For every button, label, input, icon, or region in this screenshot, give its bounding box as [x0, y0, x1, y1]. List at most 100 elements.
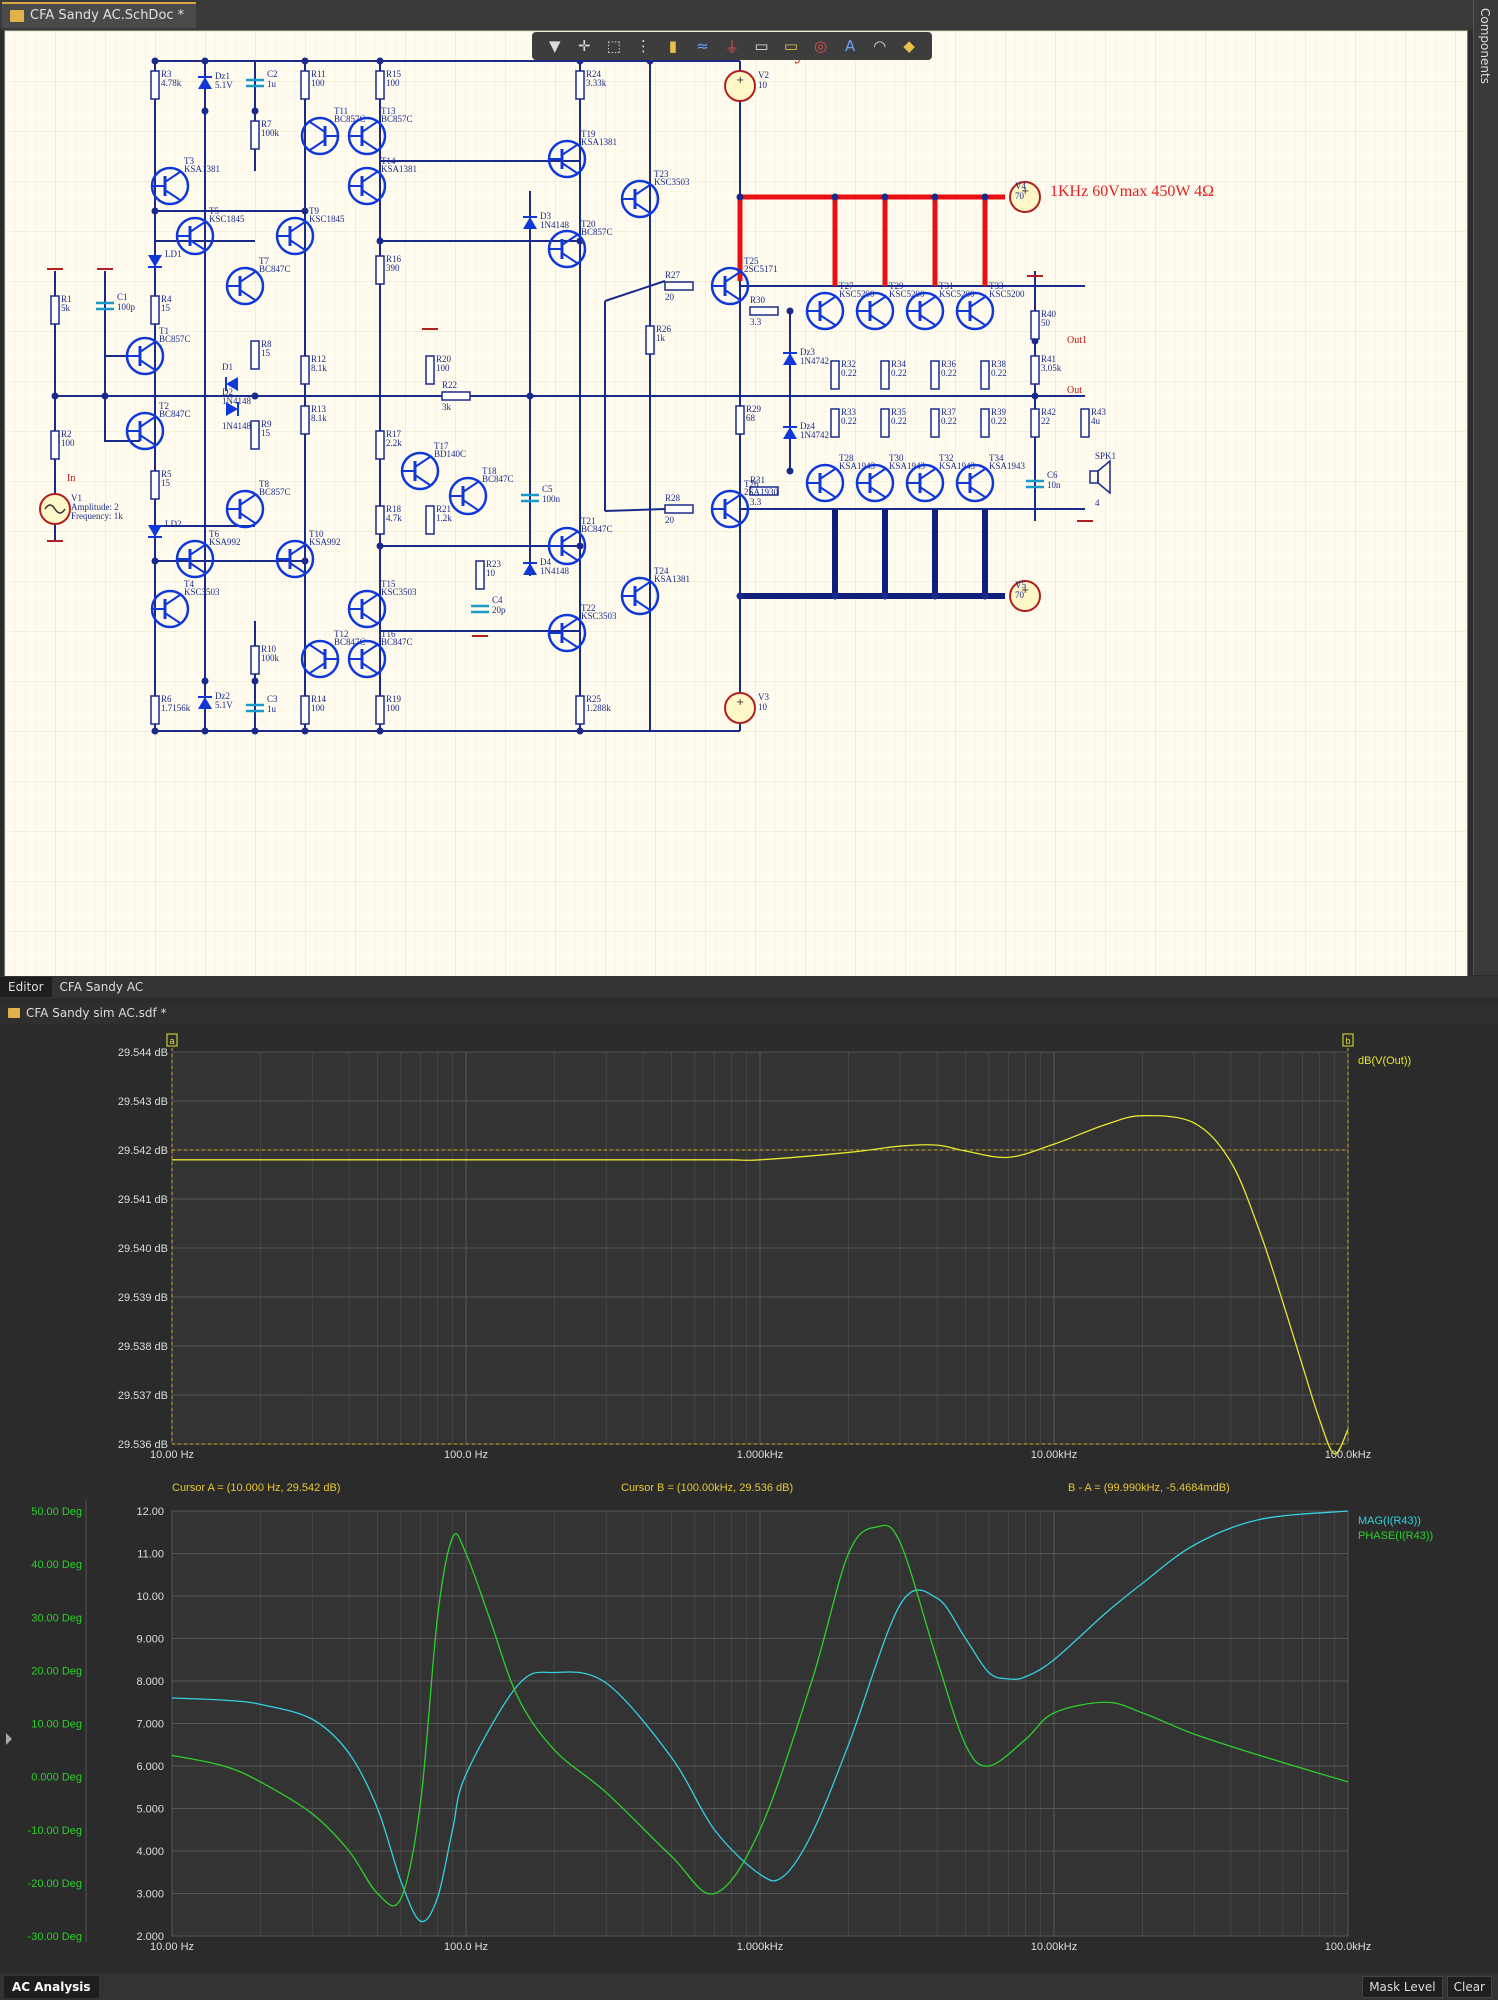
align-icon[interactable]: ⋮: [635, 37, 651, 55]
resistor-r3[interactable]: [150, 70, 160, 100]
series-line-mag-ir43[interactable]: [171, 1510, 1349, 1923]
ac-analysis-tab[interactable]: AC Analysis: [4, 1976, 99, 1998]
resistor-r26[interactable]: [645, 325, 655, 355]
resistor-r37[interactable]: [930, 408, 940, 438]
capacitor-c2[interactable]: [246, 78, 264, 88]
resistor-r21[interactable]: [425, 505, 435, 535]
transistor-t17[interactable]: [400, 451, 440, 491]
transistor-t33[interactable]: [955, 291, 995, 331]
transistor-t6[interactable]: [175, 539, 215, 579]
transistor-t16[interactable]: [347, 639, 387, 679]
cursor-a-marker[interactable]: [166, 1033, 178, 1047]
transistor-t30[interactable]: [855, 463, 895, 503]
diode-dz2[interactable]: [198, 696, 212, 709]
transistor-t15[interactable]: [347, 589, 387, 629]
resistor-r1[interactable]: [50, 295, 60, 325]
mask-level-button[interactable]: Mask Level: [1362, 1976, 1443, 1998]
resistor-r8[interactable]: [250, 340, 260, 370]
editor-tab[interactable]: Editor: [0, 977, 52, 997]
resistor-r4[interactable]: [150, 295, 160, 325]
transistor-t27[interactable]: [805, 291, 845, 331]
transistor-t23[interactable]: [620, 179, 660, 219]
transistor-t21[interactable]: [547, 526, 587, 566]
resistor-r9[interactable]: [250, 420, 260, 450]
transistor-t19[interactable]: [547, 139, 587, 179]
resistor-r2[interactable]: [50, 430, 60, 460]
text-icon[interactable]: A: [844, 37, 856, 55]
transistor-t31[interactable]: [905, 291, 945, 331]
clear-button[interactable]: Clear: [1446, 1976, 1492, 1998]
transistor-t7[interactable]: [225, 266, 265, 306]
transistor-t3[interactable]: [150, 166, 190, 206]
transistor-t32[interactable]: [905, 463, 945, 503]
resistor-r31[interactable]: [749, 486, 779, 496]
transistor-t5[interactable]: [175, 216, 215, 256]
resistor-r18[interactable]: [375, 505, 385, 535]
components-side-panel[interactable]: Components: [1473, 0, 1498, 975]
resistor-r6[interactable]: [150, 695, 160, 725]
diode-dz3[interactable]: [783, 352, 797, 365]
schematic-canvas[interactable]: CFA Sandy 1KHz 60Vmax 450W 4Ω R34.78kR11…: [4, 30, 1468, 977]
voltage-source-v4[interactable]: +: [1009, 181, 1041, 213]
diode-d2[interactable]: [226, 402, 239, 416]
diode-d1[interactable]: [225, 377, 238, 391]
diode-dz1[interactable]: [198, 76, 212, 89]
transistor-t9[interactable]: [275, 216, 315, 256]
series-line-dbvout[interactable]: [172, 1114, 1349, 1455]
component-icon[interactable]: ▮: [668, 37, 678, 55]
resistor-r16[interactable]: [375, 255, 385, 285]
voltage-source-v5[interactable]: +: [1009, 580, 1041, 612]
cursor-b-marker[interactable]: [1342, 1033, 1354, 1047]
resistor-r13[interactable]: [300, 405, 310, 435]
voltage-source-v3[interactable]: +: [724, 692, 756, 724]
resistor-r42[interactable]: [1030, 408, 1040, 438]
resistor-r22[interactable]: [441, 391, 471, 401]
resistor-r23[interactable]: [475, 560, 485, 590]
sim-doc-title[interactable]: CFA Sandy sim AC.sdf *: [26, 1006, 167, 1020]
capacitor-c5[interactable]: [521, 493, 539, 503]
crosshair-icon[interactable]: ✛: [578, 37, 591, 55]
transistor-t22[interactable]: [547, 613, 587, 653]
capacitor-c6[interactable]: [1026, 479, 1044, 489]
transistor-t12[interactable]: [300, 639, 340, 679]
wire-icon[interactable]: ≈: [696, 37, 709, 55]
resistor-r25[interactable]: [575, 695, 585, 725]
resistor-r7[interactable]: [250, 120, 260, 150]
resistor-r19[interactable]: [375, 695, 385, 725]
resistor-r27[interactable]: [664, 281, 694, 291]
top-legend-dbvout[interactable]: dB(V(Out)): [1358, 1055, 1411, 1067]
transistor-t29[interactable]: [855, 291, 895, 331]
resistor-r36[interactable]: [930, 360, 940, 390]
resistor-r29[interactable]: [735, 405, 745, 435]
filter-icon[interactable]: ▼: [548, 37, 561, 55]
resistor-r28[interactable]: [664, 504, 694, 514]
transistor-t2[interactable]: [125, 411, 165, 451]
resistor-r35[interactable]: [880, 408, 890, 438]
transistor-t14[interactable]: [347, 166, 387, 206]
probe-icon[interactable]: ◎: [814, 37, 828, 55]
resistor-r41[interactable]: [1030, 355, 1040, 385]
schematic-doc-tab[interactable]: CFA Sandy AC.SchDoc *: [2, 2, 197, 28]
resistor-r24[interactable]: [575, 70, 585, 100]
resistor-r32[interactable]: [830, 360, 840, 390]
transistor-t28[interactable]: [805, 463, 845, 503]
resistor-r5[interactable]: [150, 470, 160, 500]
resistor-r10[interactable]: [250, 645, 260, 675]
resistor-r38[interactable]: [980, 360, 990, 390]
marker-icon[interactable]: ◆: [903, 37, 915, 55]
signal-source-v1[interactable]: [39, 493, 71, 525]
transistor-t26[interactable]: [710, 489, 750, 529]
diode-dz4[interactable]: [783, 426, 797, 439]
diode-ld1[interactable]: [148, 255, 162, 268]
speaker-spk1[interactable]: [1089, 459, 1111, 495]
legend-mag-ir43[interactable]: MAG(I(R43)): [1358, 1515, 1421, 1527]
diode-d4[interactable]: [523, 562, 537, 575]
bus-icon[interactable]: ▭: [754, 37, 769, 55]
ground-icon[interactable]: ⏚: [724, 37, 740, 56]
series-line-phase-ir43[interactable]: [171, 1524, 1349, 1907]
transistor-t20[interactable]: [547, 229, 587, 269]
resistor-r39[interactable]: [980, 408, 990, 438]
transistor-t11[interactable]: [300, 116, 340, 156]
resistor-r40[interactable]: [1030, 310, 1040, 340]
